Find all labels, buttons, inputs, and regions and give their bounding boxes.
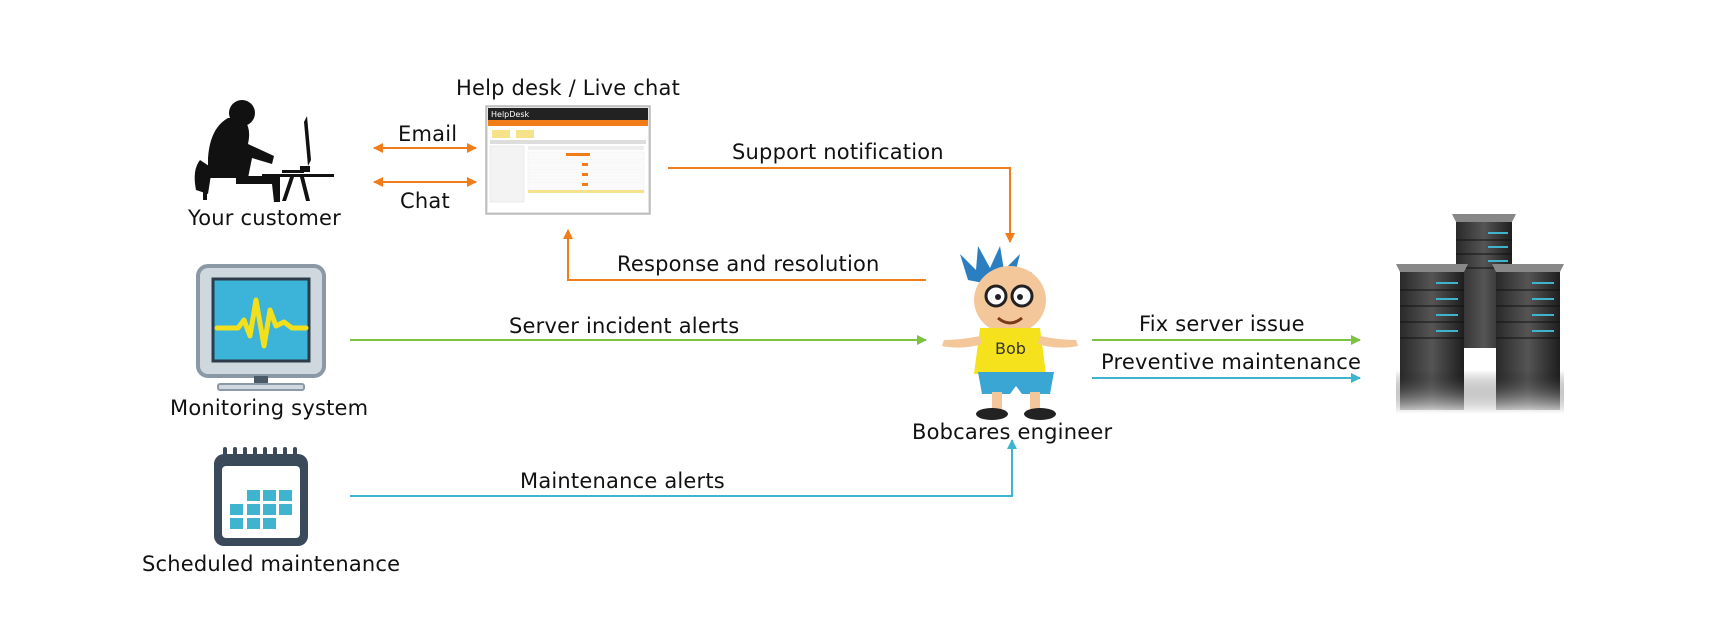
monitoring-label: Monitoring system — [170, 396, 369, 420]
edge-response-resolution — [563, 229, 926, 281]
support-notification-label: Support notification — [732, 140, 944, 164]
customer-label: Your customer — [188, 206, 341, 230]
helpdesk-screenshot-icon: HelpDesk — [485, 105, 651, 215]
fix-server-issue-label: Fix server issue — [1139, 312, 1305, 336]
customer-at-computer-icon — [194, 100, 334, 202]
edge-maintenance-alerts — [350, 439, 1017, 497]
monitor-heartbeat-icon — [196, 264, 326, 391]
scheduled-label: Scheduled maintenance — [142, 552, 401, 576]
edge-support-notification — [668, 167, 1015, 243]
email-label: Email — [398, 122, 458, 146]
server-racks-icon — [1396, 214, 1564, 414]
response-resolution-label: Response and resolution — [617, 252, 880, 276]
bob-shirt-text: Bob — [995, 339, 1026, 358]
helpdesk-brand-text: HelpDesk — [491, 110, 529, 119]
engineer-label: Bobcares engineer — [912, 420, 1113, 444]
preventive-maintenance-label: Preventive maintenance — [1101, 350, 1362, 374]
helpdesk-label: Help desk / Live chat — [456, 76, 681, 100]
bob-cartoon-icon: Bob — [942, 246, 1078, 420]
maintenance-alerts-label: Maintenance alerts — [520, 469, 725, 493]
calendar-icon — [214, 447, 308, 546]
server-incident-alerts-label: Server incident alerts — [509, 314, 740, 338]
chat-label: Chat — [400, 189, 450, 213]
